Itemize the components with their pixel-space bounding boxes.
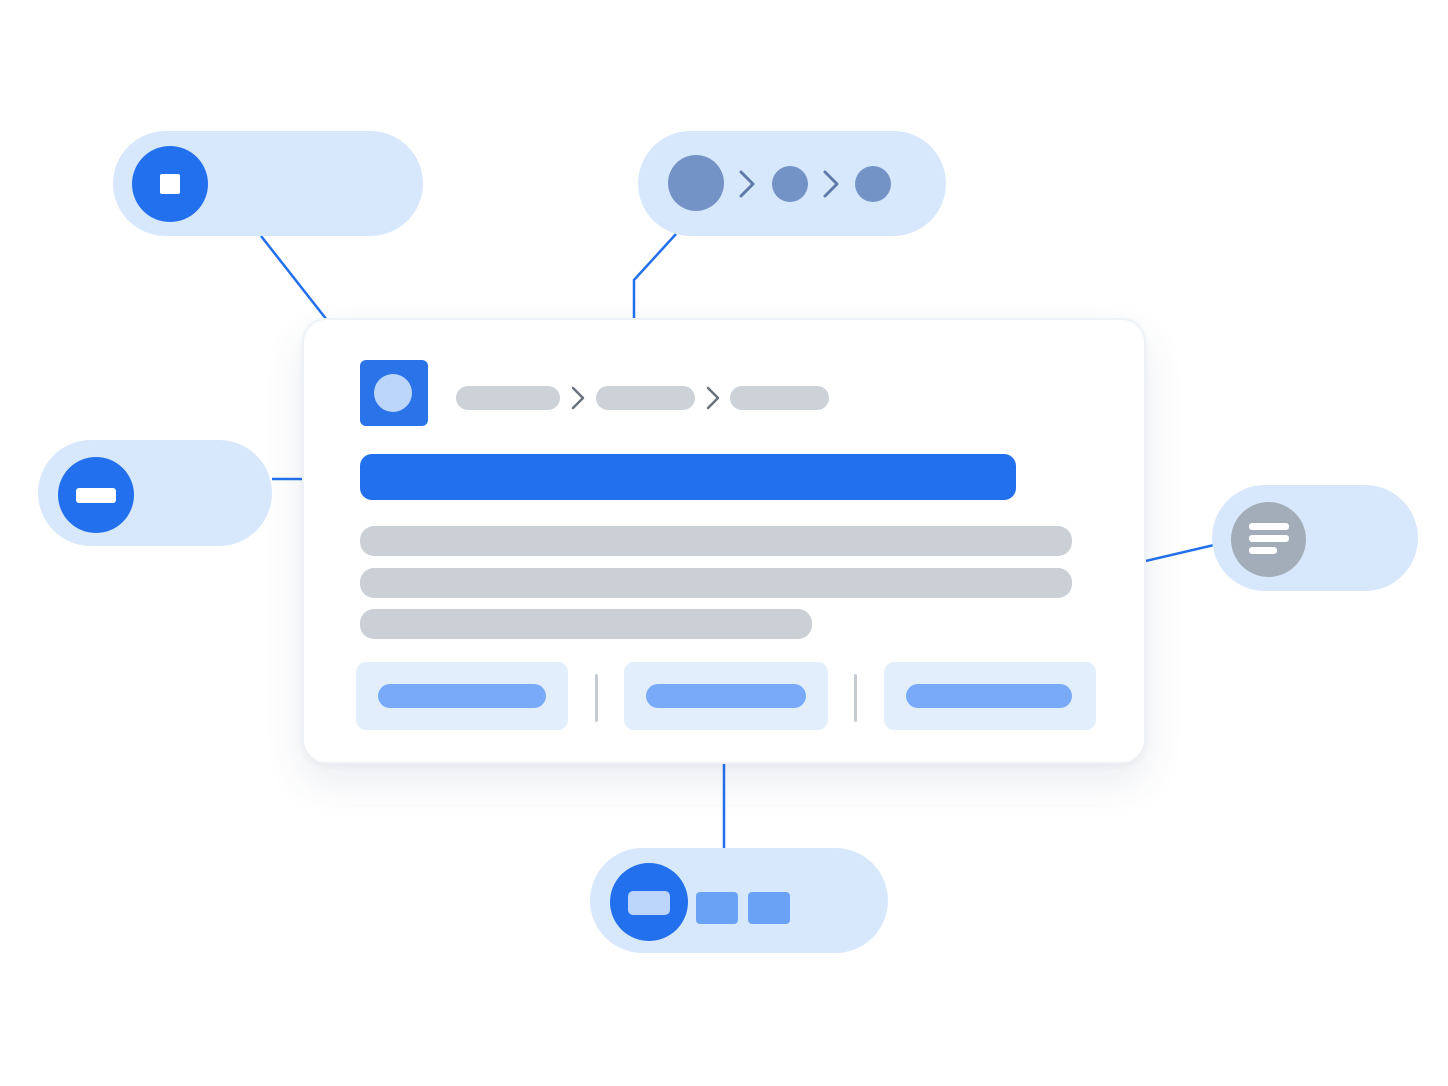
menu-lines-icon <box>1231 502 1306 577</box>
breadcrumb-item-2[interactable] <box>596 386 695 410</box>
button-divider <box>854 674 857 722</box>
chevron-right-icon <box>739 170 755 198</box>
actions-callout <box>590 848 888 953</box>
body-text-line <box>360 568 1072 598</box>
minus-icon <box>58 457 134 533</box>
logo-dot-icon <box>374 374 412 412</box>
button-group-icon <box>610 863 688 941</box>
app-logo <box>360 360 428 426</box>
button-divider <box>595 674 598 722</box>
body-text-line <box>360 609 812 639</box>
action-button-label-placeholder <box>646 684 806 708</box>
step-dot-large-icon <box>668 155 724 211</box>
chevron-right-icon <box>706 386 720 410</box>
chevron-right-icon <box>823 170 839 198</box>
action-button-3[interactable] <box>884 662 1096 730</box>
action-button-label-placeholder <box>906 684 1072 708</box>
action-button-label-placeholder <box>378 684 546 708</box>
button-group-chip <box>748 892 790 924</box>
button-group-chip <box>696 892 738 924</box>
breadcrumb-item-3[interactable] <box>730 386 829 410</box>
stop-square-icon <box>132 146 208 222</box>
action-button-2[interactable] <box>624 662 828 730</box>
breadcrumb-callout <box>638 131 946 236</box>
logo-callout <box>113 131 423 236</box>
step-dot-icon <box>855 166 891 202</box>
action-button-1[interactable] <box>356 662 568 730</box>
breadcrumb-item-1[interactable] <box>456 386 560 410</box>
content-card <box>302 318 1146 764</box>
body-text-callout <box>1212 485 1418 591</box>
step-dot-icon <box>772 166 808 202</box>
body-text-line <box>360 526 1072 556</box>
chevron-right-icon <box>571 386 585 410</box>
page-title-placeholder <box>360 454 1016 500</box>
title-callout <box>38 440 272 546</box>
